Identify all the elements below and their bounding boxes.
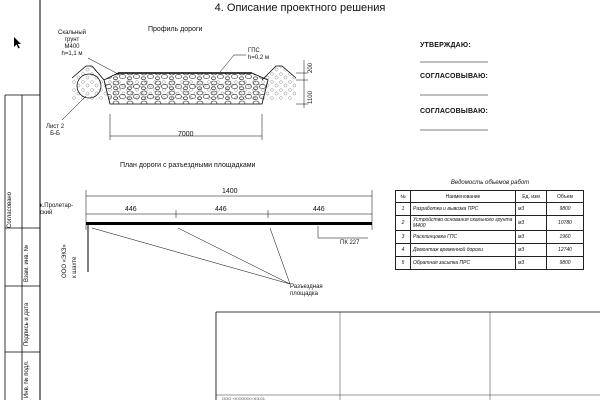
company-label: ООО «ЭКЗ» [62, 244, 68, 278]
dim-200: 200 [308, 62, 314, 73]
row-unit: м3 [515, 243, 547, 257]
table-row: 1 Разработка и вывозка ПРС м3 9800 [395, 202, 584, 216]
header-value: Объем [546, 190, 584, 203]
header-unit: Ед. изм [515, 190, 547, 203]
gps-label: ГПС h=0.2 м [248, 48, 269, 61]
row-unit: м3 [515, 230, 547, 244]
pk-label: ПК 227 [340, 240, 360, 246]
row-value: 10780 [546, 215, 584, 231]
mouse-cursor-icon [14, 37, 21, 49]
row-value: 9800 [546, 256, 584, 270]
profile-title: Профиль дороги [148, 26, 203, 33]
header-name: Наименование [410, 190, 516, 203]
dim-1400: 1400 [222, 188, 238, 195]
row-value: 1960 [546, 230, 584, 244]
table-row: 3 Расклинцовка ГПС м3 1960 [395, 230, 584, 244]
plan-title: План дороги с разъездными площадками [120, 162, 256, 169]
row-num: 3 [395, 230, 411, 244]
sheet-ref-label: Лист 2 Б-Б [46, 124, 65, 137]
dim-7000: 7000 [178, 131, 194, 138]
table-header-row: № Наименование Ед. изм Объем [395, 190, 584, 203]
table-row: 5 Обратная засыпка ПРС м3 9800 [395, 256, 584, 270]
sheet-title: 4. Описание проектного решения [214, 2, 386, 14]
volumes-title: Ведомость объемов работ [450, 180, 530, 186]
approve-heading: УТВЕРЖДАЮ: [420, 42, 471, 49]
row-num: 5 [395, 256, 411, 270]
row-value: 9800 [546, 202, 584, 216]
passing-place-label: Разъездная площадка [290, 284, 323, 297]
segment-3: 446 [313, 206, 325, 213]
agree-heading-1: СОГЛАСОВЫВАЮ: [420, 73, 489, 80]
header-num: № [395, 190, 411, 203]
row-num: 4 [395, 243, 411, 257]
dim-1100: 1100 [308, 91, 314, 104]
road-rock-layer [103, 72, 269, 105]
row-name: Разработка и вывозка ПРС [410, 202, 516, 216]
start-label: к.Пролетар- ский [40, 203, 74, 216]
row-num: 2 [395, 215, 411, 231]
mine-label: к шахте [72, 256, 78, 278]
row-unit: м3 [515, 202, 547, 216]
stamp-inv-replace: Взам. инв. № [24, 244, 30, 282]
segment-2: 446 [215, 206, 227, 213]
row-unit: м3 [515, 256, 547, 270]
row-name: Расклинцовка ГПС [410, 230, 516, 244]
bottom-stamp-text: ООО «ХХХХХХ» КЭ-01 [222, 396, 265, 401]
row-name: Обратная засыпка ПРС [410, 256, 516, 270]
table-row: 4 Демонтаж временной дороги м3 12740 [395, 243, 584, 257]
row-name: Устройство основания скального грунта М4… [410, 215, 516, 231]
agree-heading-2: СОГЛАСОВЫВАЮ: [420, 108, 489, 115]
segment-1: 446 [125, 206, 137, 213]
table-row: 2 Устройство основания скального грунта … [395, 215, 584, 231]
stamp-sign-date: Подпись и дата [24, 302, 30, 346]
rock-label: Скальный грунт М400 h=1,1 м [57, 30, 87, 57]
stamp-inv-orig: Инв. № подл. [24, 360, 30, 398]
volumes-table: № Наименование Ед. изм Объем 1 Разработк… [395, 190, 584, 270]
row-value: 12740 [546, 243, 584, 257]
row-name: Демонтаж временной дороги [410, 243, 516, 257]
row-unit: м3 [515, 215, 547, 231]
stamp-agreed: Согласовано [7, 191, 13, 228]
row-num: 1 [395, 202, 411, 216]
